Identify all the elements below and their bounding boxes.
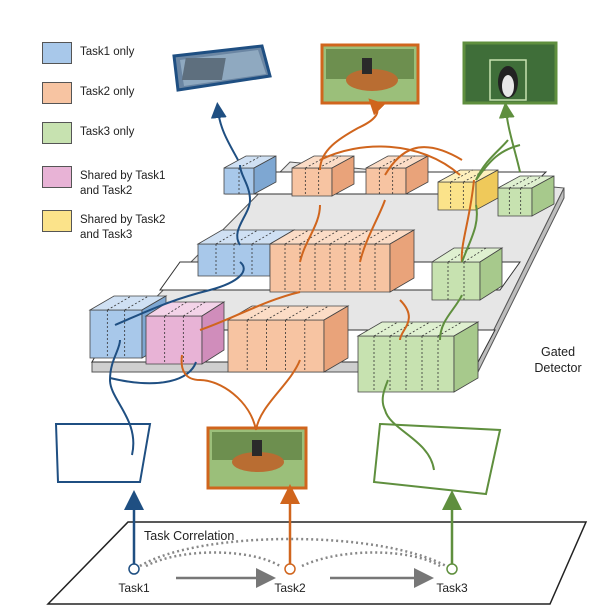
gate-block-bottom-task2: [226, 305, 350, 373]
task1-task2-dotted-link: [145, 551, 281, 568]
legend-swatch-task3: [42, 122, 72, 144]
legend-swatch-task1: [42, 42, 72, 64]
legend-item-task2: Task2 only: [42, 82, 134, 104]
gated-detector-label: Gated Detector: [534, 345, 582, 375]
task1-label: Task1: [118, 581, 150, 595]
task3-routing-path: [381, 102, 521, 471]
gate-blocks: [88, 155, 555, 393]
gate-block-bottom-task3: [356, 321, 480, 393]
gate-block-top-task2-a: [291, 155, 355, 197]
task2-node: [284, 563, 296, 575]
gate-block-mid-task3: [430, 247, 504, 301]
gate-block-top-shared-2-3: [437, 169, 499, 211]
task1-input-frame: [54, 423, 152, 483]
gate-block-top-task1: [223, 155, 277, 195]
task1-node: [128, 563, 140, 575]
task3-input-frame: [372, 422, 502, 496]
legend-label-task3: Task3 only: [80, 126, 135, 138]
task2-output-image: [320, 43, 420, 105]
legend-label-shared-2-3: Shared by Task2 and Task3: [80, 214, 166, 241]
task3-label: Task3: [436, 581, 468, 595]
gate-block-top-task2-b: [365, 155, 429, 195]
gate-block-top-task3: [497, 175, 555, 217]
task3-output-image: [462, 41, 558, 105]
legend-swatch-task2: [42, 82, 72, 104]
task1-routing-path: [108, 102, 252, 456]
legend-swatch-shared-2-3: [42, 210, 72, 232]
task2-routing-path: [180, 98, 475, 431]
legend-item-shared-2-3: Shared by Task2 and Task3: [42, 210, 165, 243]
legend-label-task1: Task1 only: [80, 46, 135, 58]
task2-input-image: [206, 426, 308, 490]
task2-task3-dotted-link: [301, 551, 441, 568]
legend-swatch-shared-1-2: [42, 166, 72, 188]
task1-output-image: [172, 44, 272, 92]
task2-label: Task2: [274, 581, 306, 595]
gate-block-mid-task2: [268, 229, 416, 293]
gate-block-bottom-shared-1-2: [144, 301, 226, 365]
legend-item-shared-1-2: Shared by Task1 and Task2: [42, 166, 165, 199]
legend-label-task2: Task2 only: [80, 86, 135, 98]
legend-item-task3: Task3 only: [42, 122, 134, 144]
task-correlation-title: Task Correlation: [144, 529, 234, 543]
legend-label-shared-1-2: Shared by Task1 and Task2: [80, 170, 166, 197]
legend-item-task1: Task1 only: [42, 42, 134, 64]
task3-node: [446, 563, 458, 575]
